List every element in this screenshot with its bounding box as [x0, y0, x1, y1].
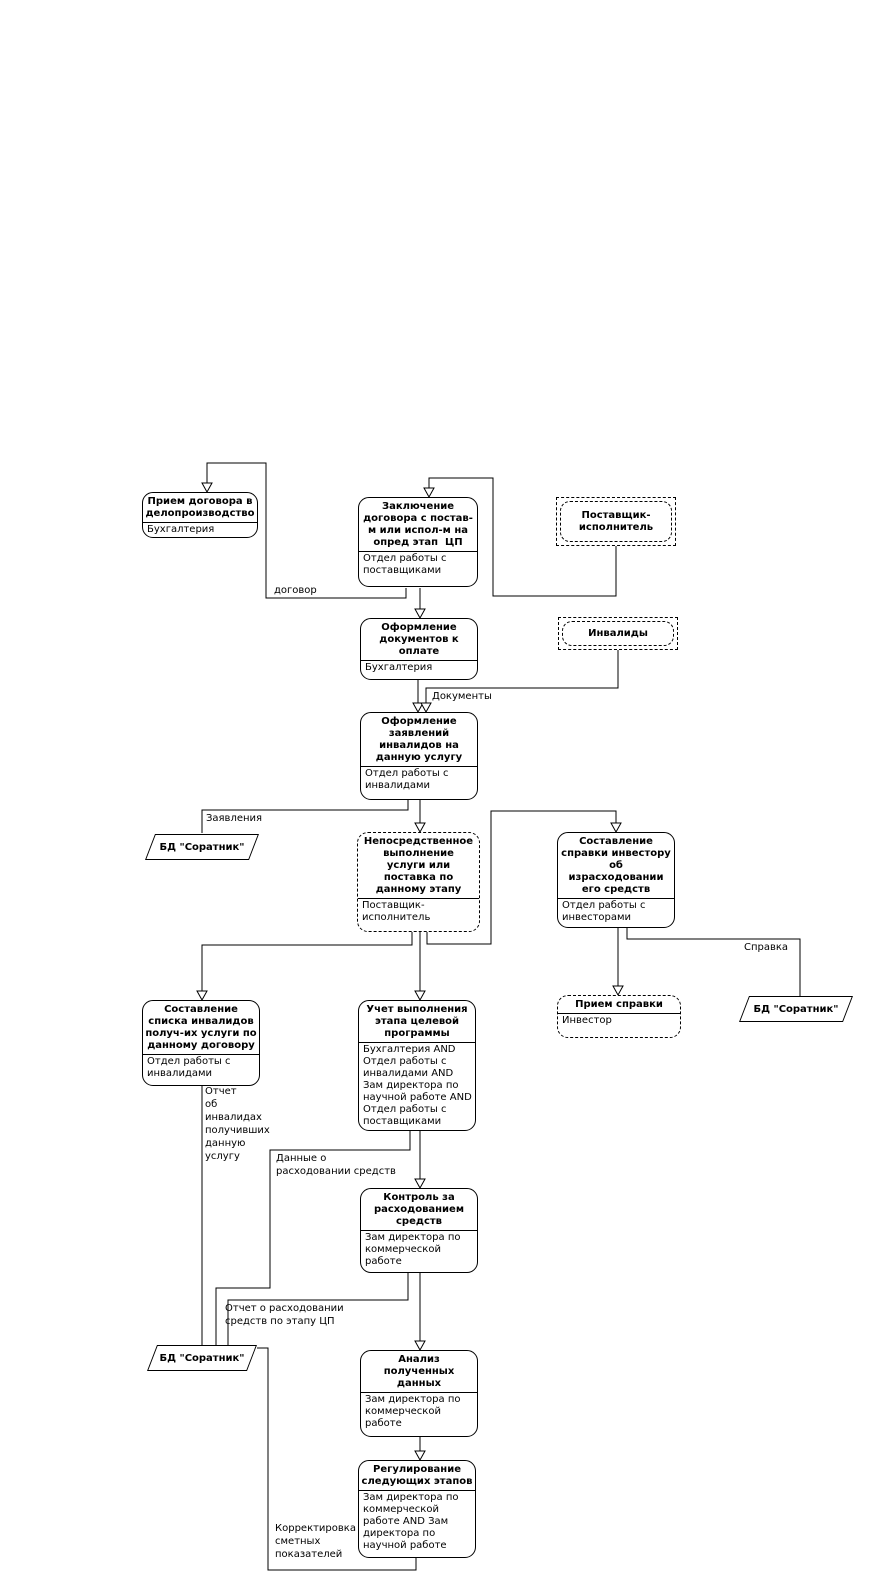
- edge-label-dogovor: договор: [274, 585, 317, 596]
- activity-priem-dogovora[interactable]: Прием договора в делопроизводство Бухгал…: [142, 492, 258, 538]
- arrowhead: [420, 702, 432, 714]
- datastore-label: БД "Соратник": [159, 1352, 245, 1364]
- edge-label-dokumenty: Документы: [432, 691, 492, 702]
- arrowhead: [610, 822, 622, 834]
- activity-title: Непосредственное выполнение услуги или п…: [358, 833, 479, 899]
- activity-priem-spravki[interactable]: Прием справки Инвестор: [557, 995, 681, 1038]
- arrowhead: [196, 990, 208, 1002]
- activity-title: Составление списка инвалидов получ-их ус…: [143, 1001, 259, 1055]
- activity-title: Прием договора в делопроизводство: [143, 493, 257, 523]
- activity-performer: Отдел работы с инвалидами: [365, 768, 449, 791]
- activity-title: Анализ полученных данных: [361, 1351, 477, 1393]
- external-label: Поставщик- исполнитель: [560, 501, 672, 542]
- datastore-label: БД "Соратник": [159, 841, 245, 853]
- arrowhead: [412, 702, 424, 714]
- activity-uchet-vypolnenija[interactable]: Учет выполнения этапа целевой программы …: [358, 1000, 476, 1131]
- activity-oformlenie-dokumentov[interactable]: Оформление документов к оплате Бухгалтер…: [360, 618, 478, 680]
- activity-title: Оформление документов к оплате: [361, 619, 477, 661]
- arrowhead: [414, 1450, 426, 1462]
- activity-performer: Инвестор: [562, 1015, 612, 1026]
- activity-performer: Отдел работы с инвесторами: [562, 900, 646, 923]
- datastore-label: БД "Соратник": [753, 1003, 839, 1015]
- activity-kontrol-rashodovaniem[interactable]: Контроль за расходованием средств Зам ди…: [360, 1188, 478, 1273]
- activity-title: Заключение договора с постав- м или испо…: [359, 498, 477, 552]
- activity-regulirovanie-etapov[interactable]: Регулирование следующих этапов Зам дирек…: [358, 1460, 476, 1558]
- arrowhead: [414, 990, 426, 1002]
- edge-label-dannye-o-rashodovanii: Данные о расходовании средств: [276, 1153, 396, 1177]
- external-invalidy[interactable]: Инвалиды: [558, 617, 678, 650]
- activity-performer: Бухгалтерия: [365, 662, 433, 673]
- arrowhead: [414, 822, 426, 834]
- activity-performer: Зам директора по коммерческой работе AND…: [363, 1492, 459, 1551]
- activity-performer: Зам директора по коммерческой работе: [365, 1232, 461, 1267]
- activity-performer: Бухгалтерия AND Отдел работы с инвалидам…: [363, 1044, 472, 1127]
- activity-title: Регулирование следующих этапов: [359, 1461, 475, 1491]
- external-label: Инвалиды: [562, 621, 674, 646]
- arrowhead: [612, 985, 624, 997]
- edge-label-spravka: Справка: [744, 942, 789, 953]
- arrowhead: [201, 482, 213, 494]
- activity-oformlenie-zajavlenij[interactable]: Оформление заявлений инвалидов на данную…: [360, 712, 478, 800]
- activity-title: Оформление заявлений инвалидов на данную…: [361, 713, 477, 767]
- activity-title: Учет выполнения этапа целевой программы: [359, 1001, 475, 1043]
- arrowhead: [414, 1340, 426, 1352]
- edge-label-korrektirovka: Корректировка сметных показателей: [275, 1523, 356, 1560]
- activity-performer: Зам директора по коммерческой работе: [365, 1394, 461, 1429]
- activity-neposredstvennoe-vypolnenie[interactable]: Непосредственное выполнение услуги или п…: [357, 832, 480, 932]
- external-postavshik-ispolnitel[interactable]: Поставщик- исполнитель: [556, 497, 676, 546]
- arrowhead: [414, 608, 426, 620]
- datastore-soratnik-1[interactable]: БД "Соратник": [145, 834, 259, 860]
- activity-performer: Бухгалтерия: [147, 524, 215, 535]
- datastore-soratnik-3[interactable]: БД "Соратник": [147, 1345, 257, 1371]
- activity-performer: Отдел работы с инвалидами: [147, 1056, 231, 1079]
- activity-performer: Отдел работы с поставщиками: [363, 553, 447, 576]
- activity-zakljuchenie-dogovora[interactable]: Заключение договора с постав- м или испо…: [358, 497, 478, 587]
- edge-label-zajavlenija: Заявления: [206, 813, 263, 824]
- activity-title: Составление справки инвестору об израсхо…: [558, 833, 674, 899]
- activity-sostavlenie-spravki[interactable]: Составление справки инвестору об израсхо…: [557, 832, 675, 928]
- edge-label-otchet-ob-invalidah: Отчет об инвалидах получивших данную усл…: [205, 1086, 270, 1162]
- activity-performer: Поставщик- исполнитель: [362, 900, 431, 923]
- activity-sostavlenie-spiska[interactable]: Составление списка инвалидов получ-их ус…: [142, 1000, 260, 1086]
- connector-spravka-db: [626, 928, 801, 997]
- activity-title: Прием справки: [558, 996, 680, 1014]
- edge-label-otchet-o-rashodovanii: Отчет о расходовании средств по этапу ЦП: [225, 1303, 344, 1327]
- arrowhead: [423, 487, 435, 499]
- datastore-soratnik-2[interactable]: БД "Соратник": [739, 996, 853, 1022]
- activity-analiz-dannyh[interactable]: Анализ полученных данных Зам директора п…: [360, 1350, 478, 1437]
- connector-nepos-spisok: [201, 932, 413, 991]
- activity-title: Контроль за расходованием средств: [361, 1189, 477, 1231]
- arrowhead: [414, 1178, 426, 1190]
